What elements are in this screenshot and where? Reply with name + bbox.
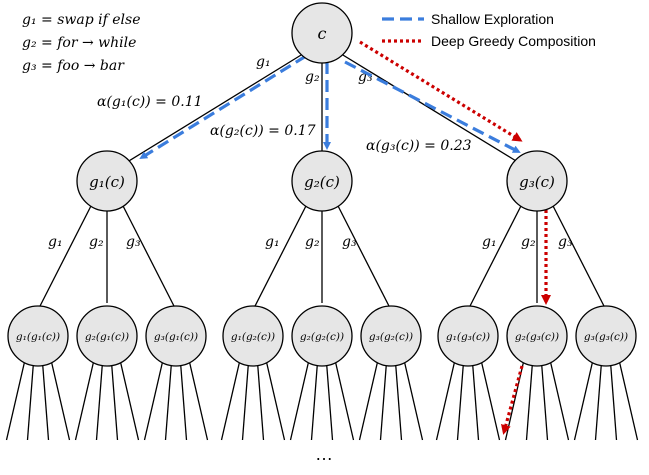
leaf-edge: [74, 361, 95, 441]
leaf-edge: [119, 361, 140, 441]
leaf-edge: [618, 361, 639, 441]
leaf-edge: [289, 361, 310, 441]
ellipsis: …: [315, 444, 333, 464]
definition-g2: g₂ = for → while: [22, 35, 136, 51]
level1-to-level2-edges: [37, 199, 607, 311]
level2-node: g₁(g₂(c)): [222, 305, 284, 367]
root-node: c: [291, 2, 353, 64]
shallow-path-g1: [139, 54, 307, 160]
edge-label-g3-group1: g₃: [126, 234, 141, 250]
leaf-edge: [41, 361, 50, 441]
definition-g1: g₁ = swap if else: [22, 12, 141, 28]
leaf-edge: [110, 361, 119, 441]
leaf-edge: [573, 361, 594, 441]
leaf-edge: [549, 361, 570, 441]
leaf-edge: [403, 361, 424, 441]
leaf-edge: [435, 361, 456, 441]
node-g1c-label: g₁(c): [89, 173, 125, 191]
level2-node: g₂(g₂(c)): [291, 305, 353, 367]
leaf-edge: [265, 361, 286, 441]
leaf-edge: [241, 361, 250, 441]
level2-node-label: g₂(g₃(c)): [515, 331, 559, 343]
node-g3c: g₃(c): [506, 150, 568, 212]
leaf-edge: [471, 361, 480, 441]
level2-node: g₂(g₃(c)): [506, 305, 568, 367]
leaf-edge: [394, 361, 403, 441]
leaf-edge: [95, 361, 104, 441]
edge-label-g1-group3: g₁: [482, 234, 497, 250]
legend-shallow-label: Shallow Exploration: [431, 11, 554, 27]
edge-label-g3-group3: g₃: [558, 234, 573, 250]
node-g3c-label: g₃(c): [519, 173, 555, 191]
leaf-edge: [379, 361, 388, 441]
level2-child-edges: [5, 361, 639, 441]
leaf-edge: [358, 361, 379, 441]
level2-node-label: g₁(g₁(c)): [16, 331, 60, 343]
shallow-path-g3: [344, 60, 521, 154]
score-g2: α(g₂(c)) = 0.17: [210, 123, 316, 139]
edge-root-g1: [123, 51, 307, 165]
node-g2c-label: g₂(c): [304, 173, 340, 191]
score-g1: α(g₁(c)) = 0.11: [97, 94, 203, 110]
leaf-edge: [50, 361, 71, 441]
level2-node: g₃(g₁(c)): [145, 305, 207, 367]
leaf-edge: [609, 361, 618, 441]
leaf-edge: [26, 361, 35, 441]
node-g1c: g₁(c): [76, 150, 138, 212]
edge-label-root-g2: g₂: [305, 69, 320, 85]
edge-root-g3: [337, 51, 522, 165]
leaf-edge: [220, 361, 241, 441]
deep-path-root-to-g3: [359, 40, 523, 142]
root-node-label: c: [318, 24, 327, 43]
node-g2c: g₂(c): [291, 150, 353, 212]
leaf-edge: [256, 361, 265, 441]
leaf-edge: [325, 361, 334, 441]
level2-node-label: g₃(g₃(c)): [584, 331, 628, 343]
leaf-edge: [334, 361, 355, 441]
leaf-edge: [456, 361, 465, 441]
edge-label-g3-group2: g₃: [342, 234, 357, 250]
leaf-edge: [525, 361, 534, 441]
edge-label-g1-group2: g₁: [265, 234, 280, 250]
leaf-edge: [540, 361, 549, 441]
level2-node: g₃(g₂(c)): [360, 305, 422, 367]
edge-label-g1-group1: g₁: [48, 234, 63, 250]
transform-definitions: g₁ = swap if else g₂ = for → while g₃ = …: [22, 12, 141, 74]
legend-deep-label: Deep Greedy Composition: [431, 33, 596, 49]
leaf-edge: [310, 361, 319, 441]
level2-node-label: g₂(g₁(c)): [85, 331, 129, 343]
deep-path-continue: [501, 365, 524, 435]
level2-node-label: g₁(g₂(c)): [231, 331, 275, 343]
leaf-edge: [5, 361, 26, 441]
legend: Shallow Exploration Deep Greedy Composit…: [382, 11, 596, 49]
leaf-edge: [188, 361, 209, 441]
level2-edge-labels: g₁ g₂ g₃ g₁ g₂ g₃ g₁ g₂ g₃: [48, 234, 573, 250]
level2-node: g₁(g₃(c)): [437, 305, 499, 367]
score-g3: α(g₃(c)) = 0.23: [366, 138, 472, 154]
level2-node: g₁(g₁(c)): [7, 305, 69, 367]
leaf-edge: [594, 361, 603, 441]
edge-label-g2-group3: g₂: [521, 234, 536, 250]
leaf-edge: [143, 361, 164, 441]
level2-node-label: g₁(g₃(c)): [446, 331, 490, 343]
level2-node-label: g₃(g₂(c)): [369, 331, 413, 343]
leaf-edge: [480, 361, 501, 441]
edge-label-g2-group1: g₂: [89, 234, 104, 250]
level2-node-label: g₃(g₁(c)): [154, 331, 198, 343]
level2-node-label: g₂(g₂(c)): [300, 331, 344, 343]
level2-node: g₃(g₃(c)): [575, 305, 637, 367]
definition-g3: g₃ = foo → bar: [22, 58, 125, 74]
level2-node: g₂(g₁(c)): [76, 305, 138, 367]
edge-label-g2-group2: g₂: [305, 234, 320, 250]
root-edges: [123, 51, 522, 165]
leaf-edge: [164, 361, 173, 441]
level2-nodes: g₁(g₁(c)) g₂(g₁(c)) g₃(g₁(c)) g₁(g₂(c)) g₂(g…: [7, 305, 637, 367]
leaf-edge: [179, 361, 188, 441]
edge-label-root-g1: g₁: [256, 54, 271, 70]
